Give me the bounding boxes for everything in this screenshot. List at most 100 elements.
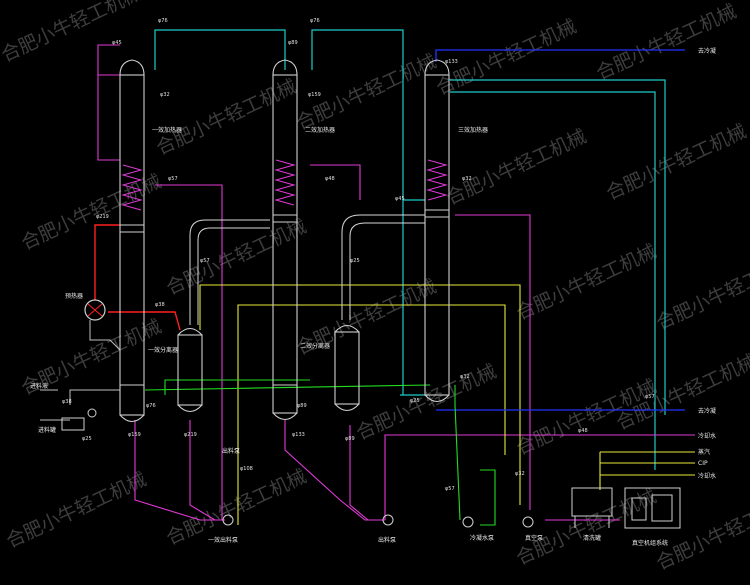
label-effect3: 三效加热器 xyxy=(458,126,488,134)
pipe-tag: φ48 xyxy=(325,176,335,182)
product-line-2 xyxy=(97,75,120,161)
label-out-mid: 去冷凝 xyxy=(698,407,716,415)
pipe-tag: φ38 xyxy=(155,302,165,308)
column2-heating-coil xyxy=(274,159,296,206)
skid-tank-1 xyxy=(631,497,647,521)
product-line-1 xyxy=(97,44,120,76)
column3-body xyxy=(424,74,450,396)
pipe-tag: φ76 xyxy=(158,18,168,24)
pump-4 xyxy=(522,516,534,528)
pipe-tags: φ45 φ76 φ76 φ89 φ133 φ32 φ159 φ219 φ57 φ… xyxy=(62,18,655,492)
pipe-tag: φ57 xyxy=(645,394,655,400)
product-line-3 xyxy=(155,184,223,520)
vacuum-skid xyxy=(624,487,681,529)
column1-heating-coil xyxy=(121,164,143,211)
watermark-5: 合肥小牛轻工机械 xyxy=(593,0,740,84)
label-separator1: 一效分离器 xyxy=(148,346,178,354)
label-effect1: 一效加热器 xyxy=(152,126,182,134)
duct-2b xyxy=(349,222,425,320)
label-vacuum-skid: 真空机组系统 xyxy=(632,539,668,547)
pipe-tag: φ25 xyxy=(350,258,360,264)
watermark-6: 合肥小牛轻工机械 xyxy=(18,170,165,254)
separator2-bottom xyxy=(334,403,360,412)
steam-line-1 xyxy=(94,224,120,300)
pipe-tag: φ219 xyxy=(96,214,109,220)
preheater-cross xyxy=(87,303,103,317)
steam-line xyxy=(94,224,181,331)
duct-1b xyxy=(197,227,270,325)
steam-line-2 xyxy=(108,311,181,331)
pipe-tag: φ45 xyxy=(112,40,122,46)
pipe-tag: φ57 xyxy=(445,486,455,492)
cooling-line-3 xyxy=(480,469,496,526)
pipe-tag: φ89 xyxy=(288,40,298,46)
label-cip-unit: 清洗罐 xyxy=(583,534,601,542)
label-out-top: 去冷凝 xyxy=(698,47,716,55)
cip-tank xyxy=(571,487,613,517)
separator1-top xyxy=(177,327,203,336)
labels: 一效加热器 二效加热器 三效加热器 一效分离器 二效分离器 预热器 进料罐 一效… xyxy=(30,47,716,547)
pipe-tag: φ48 xyxy=(578,428,588,434)
pump-3 xyxy=(462,516,474,528)
watermark-14: 合肥小牛轻工机械 xyxy=(353,360,500,444)
pipe-tag: φ108 xyxy=(240,466,253,472)
vapor-ducts xyxy=(189,214,425,325)
process-line-2 xyxy=(69,389,120,405)
product-line-6 xyxy=(284,420,385,521)
effect1-column xyxy=(119,59,145,423)
label-separator2: 二效分离器 xyxy=(300,342,330,350)
cooling-line-2 xyxy=(454,385,461,521)
separator2-top xyxy=(334,324,360,333)
pump-2 xyxy=(382,514,394,526)
label-in-3: CIP xyxy=(698,460,708,467)
pipe-tag: φ25 xyxy=(410,398,420,404)
cooling-line-4 xyxy=(164,379,310,395)
duct-1a xyxy=(189,219,270,325)
product-line-11 xyxy=(310,164,361,200)
cooling-line-1 xyxy=(144,384,431,391)
effect3-column xyxy=(424,59,450,403)
preheater xyxy=(84,299,106,321)
pipe-tag: φ89 xyxy=(345,436,355,442)
separator-2 xyxy=(334,324,360,412)
vapor-line-1 xyxy=(154,29,286,70)
pipe-tag: φ159 xyxy=(308,92,321,98)
pipe-tag: φ57 xyxy=(168,176,178,182)
duct-2a xyxy=(341,214,425,320)
watermark-4: 合肥小牛轻工机械 xyxy=(433,15,580,99)
pipe-tag: φ32 xyxy=(460,374,470,380)
column2-top-head xyxy=(272,59,298,76)
label-in-4: 冷却水 xyxy=(698,472,716,480)
pipe-tag: φ32 xyxy=(160,92,170,98)
vapor-lines xyxy=(154,29,666,470)
column2-bottom-head xyxy=(272,412,298,421)
label-pump3: 出料泵 xyxy=(378,536,396,544)
pipe-tag: φ133 xyxy=(292,432,305,438)
column1-top-head xyxy=(119,59,145,76)
watermark-11: 合肥小牛轻工机械 xyxy=(513,240,660,324)
column2-body xyxy=(272,74,298,414)
watermark-2: 合肥小牛轻工机械 xyxy=(153,75,300,159)
label-in-1: 冷却水 xyxy=(698,432,716,440)
pipe-tag: φ76 xyxy=(310,18,320,24)
vapor-line-4 xyxy=(450,91,656,470)
pumps xyxy=(222,514,534,528)
separator-1 xyxy=(177,327,203,413)
column3-top-head xyxy=(424,59,450,76)
product-line-9 xyxy=(384,434,695,520)
watermark-8: 合肥小牛轻工机械 xyxy=(603,120,750,204)
product-line-7 xyxy=(349,425,369,521)
feed-tank xyxy=(61,408,97,431)
skid-frame xyxy=(624,487,681,529)
feed-tank-body xyxy=(61,417,85,431)
watermark-20: 合肥小牛轻工机械 xyxy=(653,490,750,574)
pipe-tag: φ159 xyxy=(128,432,141,438)
preheater-shell xyxy=(84,299,106,321)
product-line-4 xyxy=(134,420,225,521)
column3-bottom-head xyxy=(424,394,450,403)
label-in-2: 蒸汽 xyxy=(698,448,710,456)
label-condensate-pump: 冷凝水泵 xyxy=(470,534,494,542)
label-feed-tank: 进料罐 xyxy=(38,426,56,434)
product-line-5 xyxy=(189,420,216,521)
